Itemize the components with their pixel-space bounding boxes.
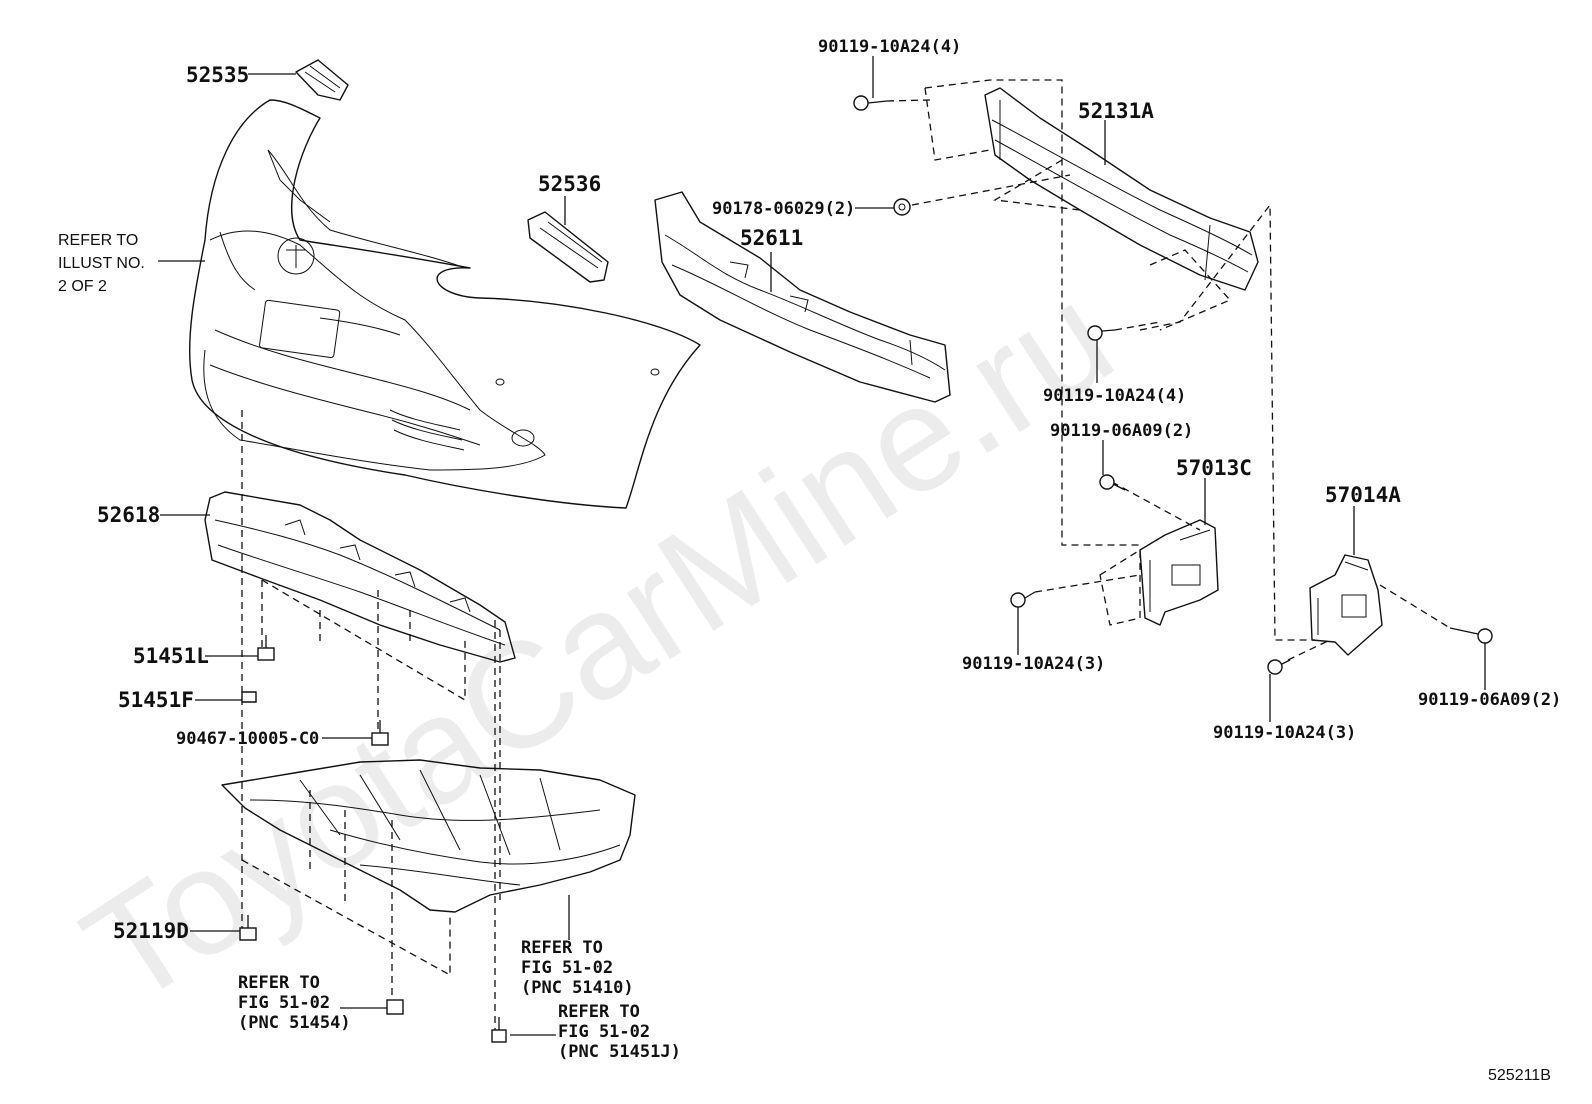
- svg-text:REFER TO: REFER TO: [521, 938, 603, 958]
- label-bolt-06a09-left: 90119-06A09(2): [1050, 421, 1193, 441]
- label-bolt-3-left: 90119-10A24(3): [962, 654, 1105, 674]
- svg-text:FIG 51-02: FIG 51-02: [558, 1022, 650, 1042]
- note-refer-51410: REFER TO FIG 51-02 (PNC 51410): [521, 938, 634, 998]
- energy-absorber-52611: [654, 191, 951, 403]
- svg-text:FIG 51-02: FIG 51-02: [238, 993, 330, 1013]
- bolt-06a09-left: [1099, 474, 1126, 491]
- label-57013C: 57013C: [1176, 456, 1252, 480]
- svg-text:REFER TO: REFER TO: [238, 973, 320, 993]
- label-51451F: 51451F: [118, 688, 194, 712]
- label-bolt-06a09-right: 90119-06A09(2): [1418, 690, 1561, 710]
- label-bolt-3-right: 90119-10A24(3): [1213, 723, 1356, 743]
- nut-90178: [893, 198, 911, 216]
- bumper-reinforcement-52131A: [984, 87, 1259, 291]
- label-nut-90178: 90178-06029(2): [712, 199, 855, 219]
- svg-text:REFER TO: REFER TO: [58, 232, 138, 249]
- label-90467-10005-C0: 90467-10005-C0: [176, 729, 319, 749]
- watermark: ToyotaCarMine.ru: [56, 251, 1140, 1037]
- bracket-57013C: [1139, 519, 1219, 626]
- label-52618: 52618: [97, 503, 160, 527]
- svg-text:(PNC 51451J): (PNC 51451J): [558, 1042, 681, 1062]
- diagram-code: 525211B: [1488, 1067, 1551, 1084]
- bolt-51451J: [491, 1017, 507, 1043]
- bracket-57014A: [1309, 554, 1383, 656]
- engine-under-cover: [221, 759, 636, 913]
- note-refer-51451J: REFER TO FIG 51-02 (PNC 51451J): [558, 1002, 681, 1062]
- label-52535: 52535: [186, 63, 249, 87]
- leader-lines: [158, 56, 1486, 1036]
- label-52536: 52536: [538, 172, 601, 196]
- front-spoiler-cover-52618: [204, 491, 516, 663]
- bracket-52535: [295, 59, 349, 101]
- bolt-mid: [1087, 325, 1116, 341]
- bolt-52119D: [239, 915, 257, 941]
- part-labels: 52535 52536 52611 52131A 52618 51451L 51…: [97, 37, 1561, 943]
- svg-text:FIG 51-02: FIG 51-02: [521, 958, 613, 978]
- clip-51451F: [241, 691, 257, 703]
- note-refer-illust: REFER TO ILLUST NO. 2 OF 2: [58, 232, 145, 295]
- clip-51454: [386, 999, 404, 1015]
- label-bolt-top: 90119-10A24(4): [818, 37, 961, 57]
- svg-text:REFER TO: REFER TO: [558, 1002, 640, 1022]
- bracket-52536: [527, 211, 609, 283]
- label-51451L: 51451L: [133, 644, 209, 668]
- svg-text:(PNC 51410): (PNC 51410): [521, 978, 634, 998]
- bolt-3-left: [1010, 591, 1036, 608]
- front-bumper-cover: [188, 99, 701, 509]
- clip-51451L: [257, 635, 275, 661]
- bolt-3-right: [1267, 659, 1291, 675]
- svg-text:ILLUST NO.: ILLUST NO.: [58, 255, 145, 272]
- label-52119D: 52119D: [113, 919, 189, 943]
- svg-text:(PNC 51454): (PNC 51454): [238, 1013, 351, 1033]
- label-bolt-mid: 90119-10A24(4): [1043, 386, 1186, 406]
- label-57014A: 57014A: [1325, 483, 1401, 507]
- svg-text:2 OF 2: 2 OF 2: [58, 278, 107, 295]
- bolt-top: [853, 95, 888, 111]
- bolt-06a09-right: [1449, 627, 1493, 644]
- clip-90467: [371, 720, 389, 746]
- label-52131A: 52131A: [1078, 99, 1154, 123]
- fasteners: [239, 95, 1493, 1043]
- note-refer-51454: REFER TO FIG 51-02 (PNC 51454): [238, 973, 351, 1033]
- label-52611: 52611: [740, 226, 803, 250]
- assembly-lines: [241, 79, 1451, 1030]
